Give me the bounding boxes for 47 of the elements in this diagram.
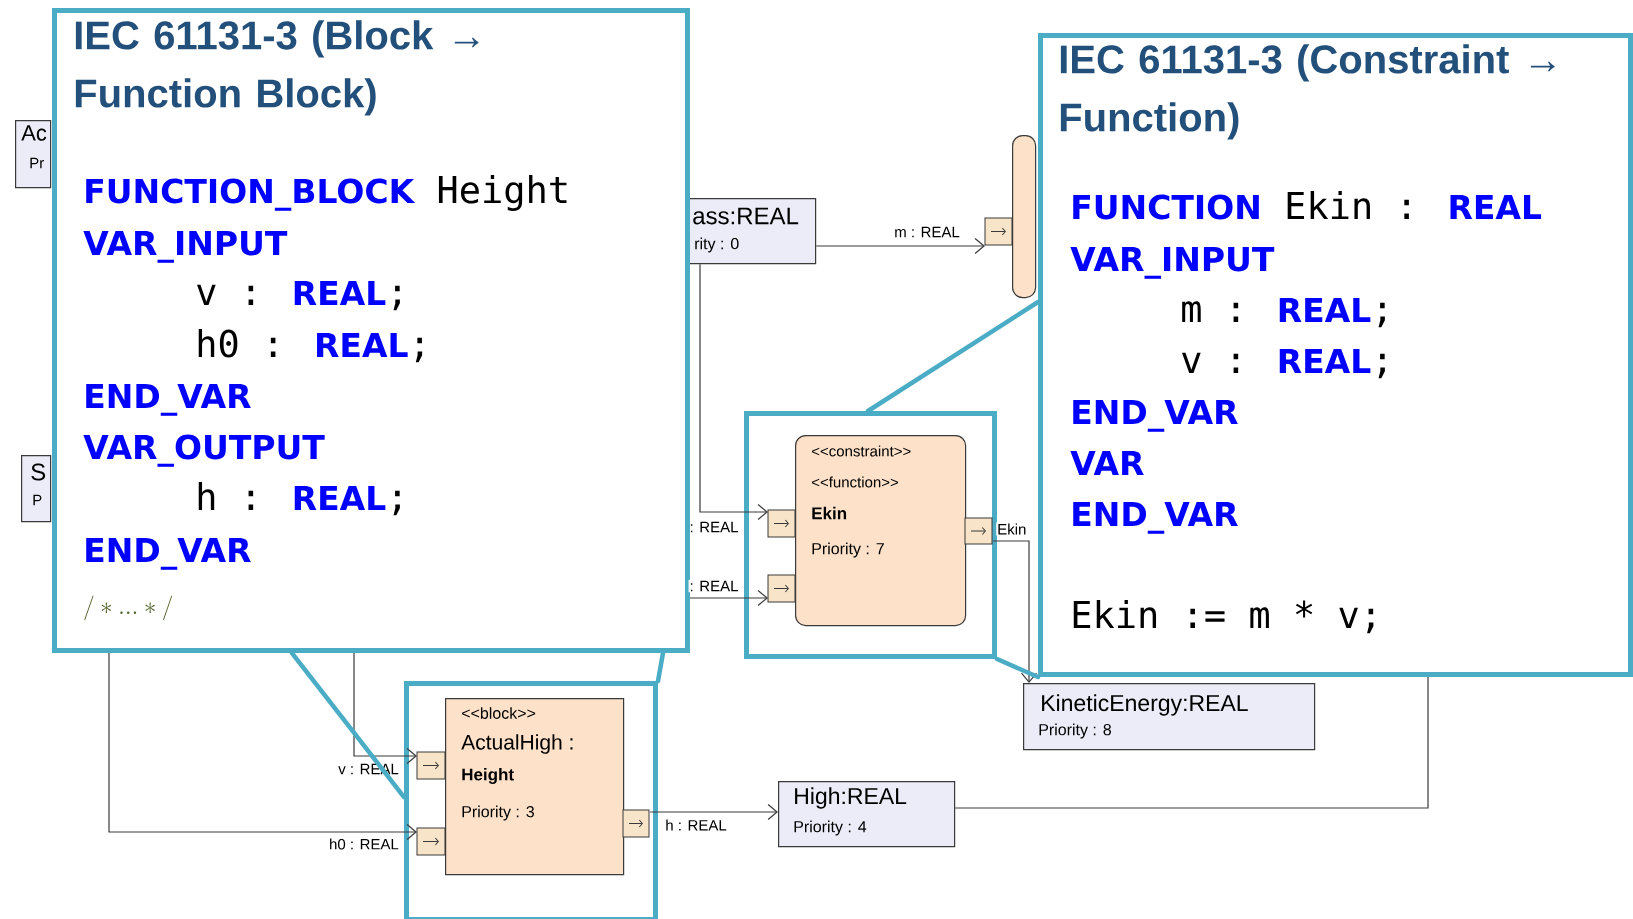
callout-title: IEC 61131-3 (Constraint → Function): [1060, 44, 1555, 140]
code-line: h : REAL;: [198, 481, 400, 516]
code-line: m : REAL;: [1182, 297, 1385, 328]
variable-box: Ac Pr: [15, 120, 52, 189]
code-line: Ekin := m * v;: [1073, 599, 1374, 634]
code-callout: [52, 8, 690, 653]
connector-arrow: [649, 803, 778, 821]
connector-line: [954, 676, 1429, 809]
connector-arrow: [689, 589, 768, 607]
code-line: VAR_INPUT: [1070, 246, 1275, 279]
code-line: VAR_OUTPUT: [83, 434, 325, 467]
edge-label: Ekin: [996, 522, 1028, 536]
variable-box: S P: [21, 455, 52, 523]
code-line: v : REAL;: [1182, 348, 1385, 379]
block-box: <<block>> ActualHigh : Height Priority : 3: [416, 698, 650, 876]
connector-arrow: [699, 263, 768, 521]
code-line: FUNCTION_BLOCK Height: [86, 174, 567, 211]
variable-box: KineticEnergy:REAL Priority : 8: [1023, 683, 1316, 751]
edge-label: h0 : REAL: [328, 837, 400, 851]
code-line: END_VAR: [86, 537, 251, 570]
code-line: END_VAR: [1073, 399, 1238, 432]
edge-label: : REAL: [688, 579, 740, 593]
zoom-line: [994, 656, 1041, 680]
code-line: VAR_INPUT: [83, 230, 288, 263]
edge-label: : REAL: [688, 520, 740, 534]
variable-box: High:REAL Priority : 4: [778, 781, 956, 848]
code-line: END_VAR: [1073, 501, 1238, 534]
code-line: h0 : REAL;: [198, 328, 423, 363]
code-callout: [1038, 33, 1633, 677]
code-line: END_VAR: [86, 383, 251, 416]
zoom-line: [655, 650, 666, 684]
callout-title: IEC 61131-3 (Block → Function Block): [75, 20, 479, 116]
connector-arrow: [108, 652, 417, 841]
connector-arrow: [992, 540, 1038, 683]
constraint-block: [984, 135, 1037, 299]
code-line: VAR: [1070, 450, 1144, 475]
zoom-line: [289, 650, 407, 800]
code-line: $/*...*/$: [84, 595, 173, 621]
variable-box: ass:REAL rity : 0: [688, 198, 817, 265]
edge-label: m : REAL: [893, 225, 961, 239]
connector-arrow: [353, 652, 417, 765]
constraint-block: <<constraint>> <<function>> Ekin Priority : 7: [767, 435, 993, 627]
code-line: v : REAL;: [197, 280, 400, 311]
connector-arrow: [815, 237, 985, 255]
code-line: FUNCTION Ekin : REAL: [1073, 190, 1542, 220]
edge-label: h : REAL: [664, 818, 728, 832]
zoom-line: [865, 299, 1041, 414]
